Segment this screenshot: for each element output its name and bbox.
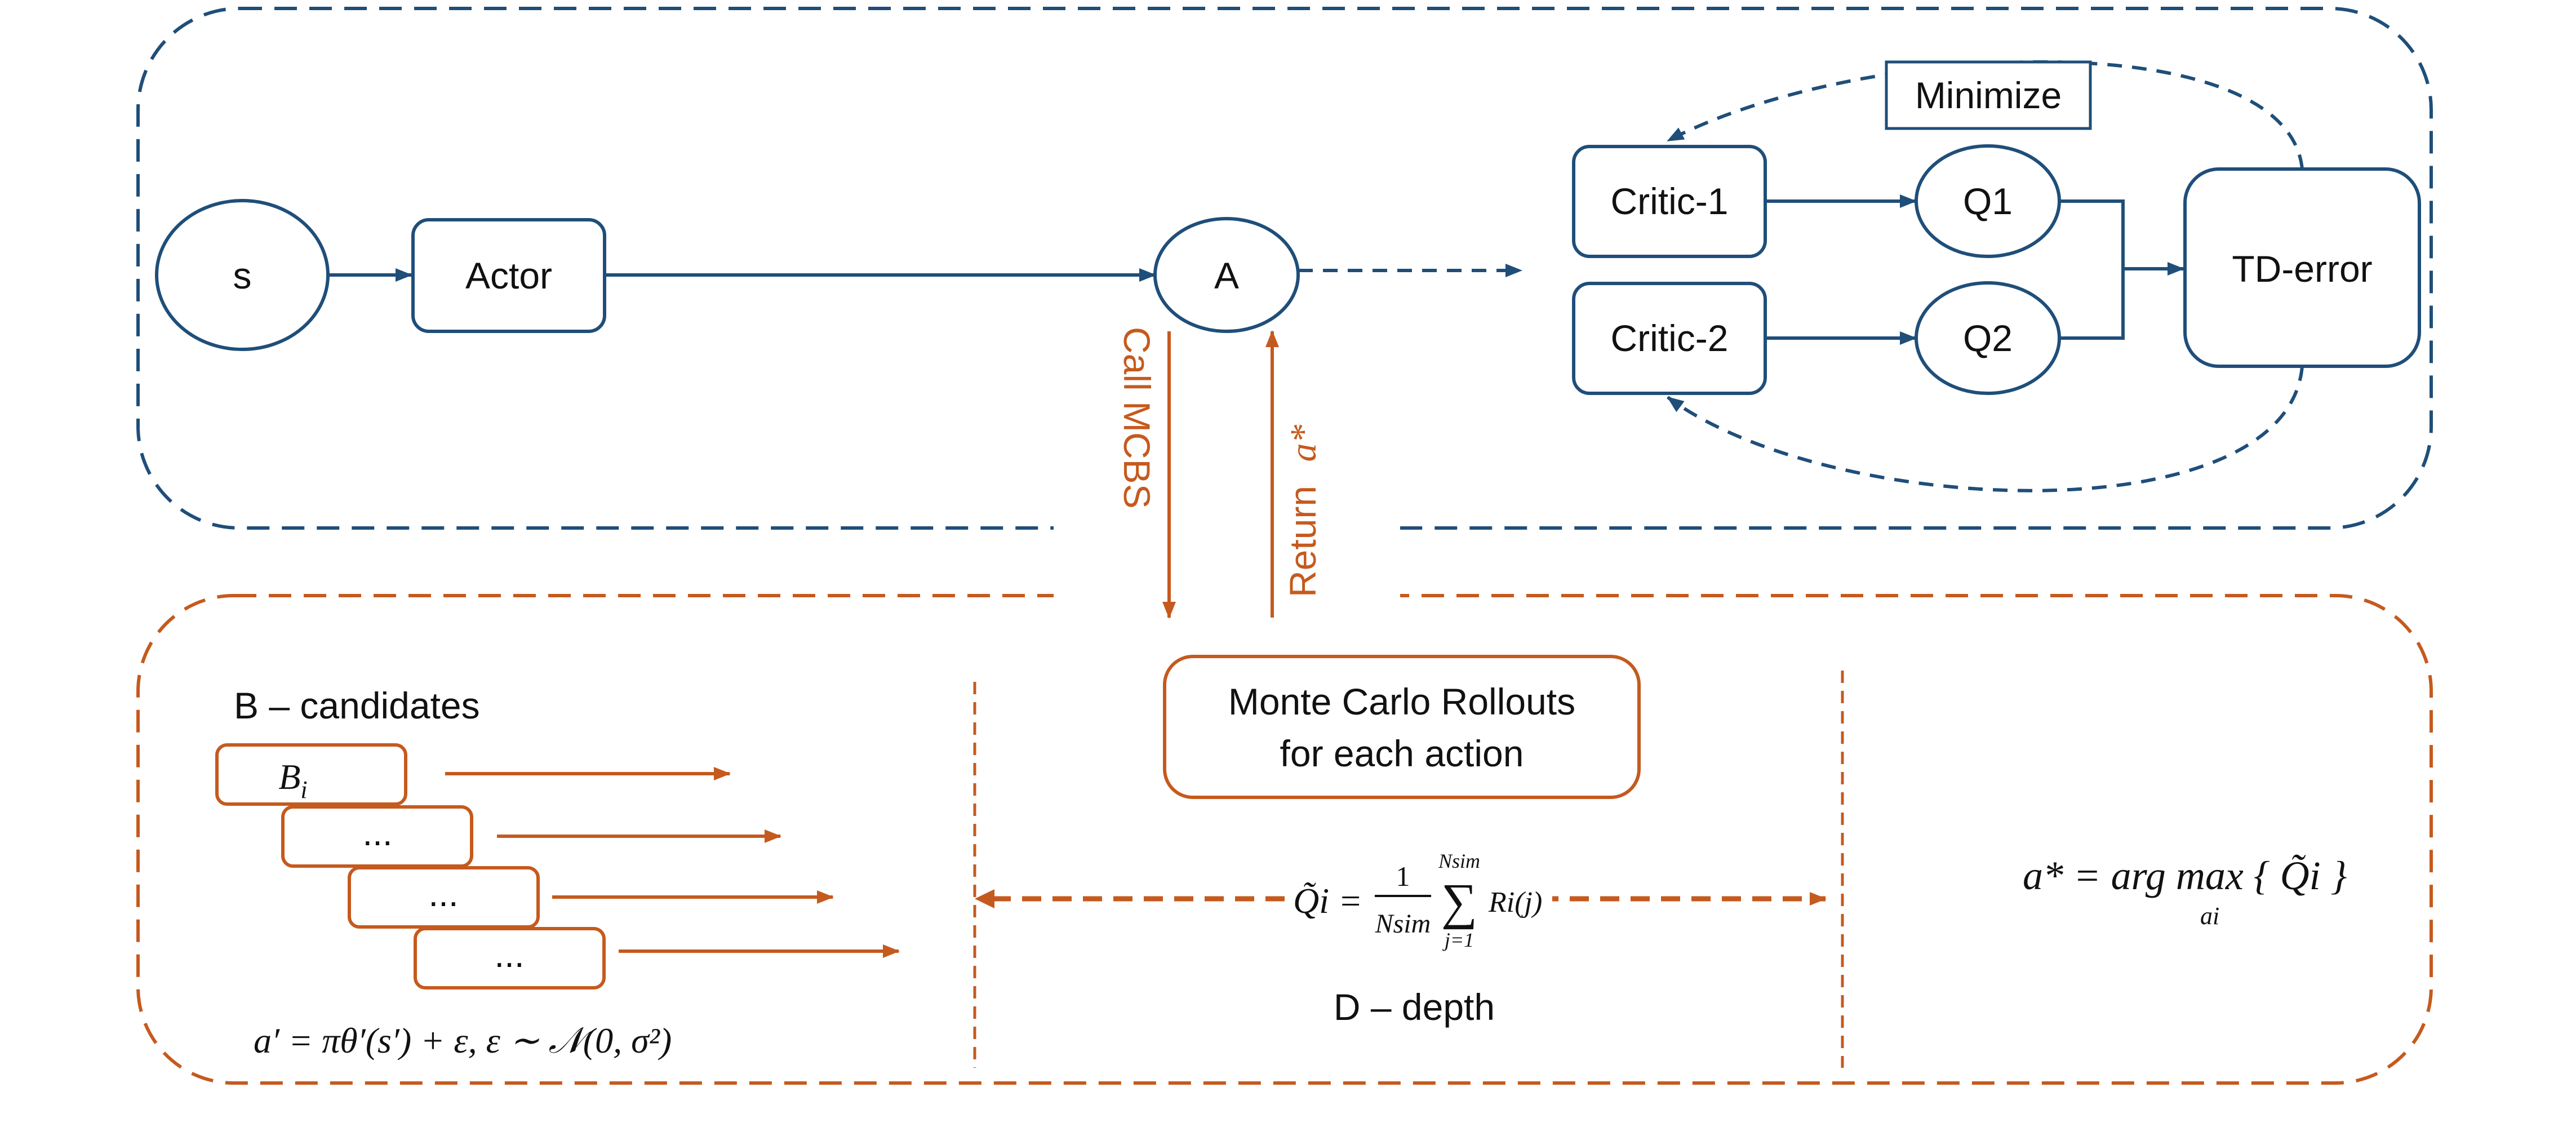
critic2-node[interactable]: Critic-2 — [1572, 282, 1767, 395]
call-mcbs-label: Call MCBS — [1116, 327, 1158, 509]
mcbs-region — [136, 594, 2433, 1085]
q-formula-sum-top: Nsim — [1438, 850, 1480, 872]
policy-formula: a′ = πθ′(s′) + ε, ε ∼ 𝒩(0, σ²) — [254, 1020, 672, 1060]
action-node[interactable]: A — [1153, 217, 1300, 333]
q2-label: Q2 — [1963, 317, 2013, 359]
rollouts-box[interactable]: Monte Carlo Rollouts for each action — [1163, 655, 1641, 799]
candidate-box-1[interactable]: Bi — [215, 743, 407, 806]
td-error-label: TD-error — [2232, 248, 2372, 290]
rollouts-line1: Monte Carlo Rollouts — [1228, 681, 1575, 722]
candidate-box-4[interactable]: ... — [414, 927, 606, 989]
q-estimate-formula: Q̃i = 1 Nsim Nsim ∑ j=1 Ri(j) — [1286, 850, 1552, 969]
state-label: s — [233, 255, 252, 296]
candidate-first-label: Bi — [278, 757, 307, 804]
connector-gap — [1054, 507, 1400, 614]
actor-label: Actor — [465, 255, 552, 296]
minimize-box: Minimize — [1885, 60, 2092, 130]
q-formula-term: Ri(j) — [1488, 886, 1542, 918]
minimize-loop-lower — [1667, 366, 2304, 492]
return-symbol: a* — [1283, 425, 1324, 462]
state-node[interactable]: s — [155, 199, 330, 351]
minimize-label: Minimize — [1915, 74, 2062, 116]
q-formula-frac-den: Nsim — [1375, 909, 1431, 939]
critic2-label: Critic-2 — [1611, 317, 1729, 359]
action-label: A — [1214, 255, 1239, 296]
rollouts-line2: for each action — [1280, 733, 1524, 774]
q-formula-sum-sign: ∑ — [1441, 874, 1477, 930]
critic1-label: Critic-1 — [1611, 180, 1729, 222]
q2-node[interactable]: Q2 — [1915, 281, 2061, 395]
candidate-box-3[interactable]: ... — [348, 866, 540, 929]
q-formula-frac-num: 1 — [1396, 860, 1410, 892]
q-formula-lhs: Q̃i = — [1293, 881, 1362, 921]
candidates-title: B – candidates — [234, 685, 480, 726]
candidate-dots-label: ... — [362, 813, 392, 853]
q1-node[interactable]: Q1 — [1915, 144, 2061, 258]
candidate-dots-label: ... — [494, 934, 524, 975]
candidate-box-2[interactable]: ... — [281, 805, 473, 868]
actor-node[interactable]: Actor — [411, 218, 606, 333]
return-label: Return — [1282, 486, 1323, 597]
q-formula-sum-bottom: j=1 — [1442, 929, 1474, 951]
depth-label: D – depth — [1334, 986, 1495, 1028]
return-label-group: Return a* — [1282, 425, 1324, 597]
argmax-formula: a* = arg max { Q̃i } ai — [2023, 853, 2347, 930]
argmax-formula-text: a* = arg max { Q̃i } — [2023, 853, 2347, 898]
q1-label: Q1 — [1963, 180, 2013, 222]
minimize-loop-upper — [1667, 60, 2304, 170]
q-merge-connector — [2059, 199, 2125, 340]
td-error-node[interactable]: TD-error — [2183, 167, 2421, 368]
candidate-dots-label: ... — [428, 873, 458, 914]
critic1-node[interactable]: Critic-1 — [1572, 145, 1767, 258]
argmax-sub: ai — [2200, 902, 2219, 930]
depth-arrow-left-head — [975, 889, 994, 908]
